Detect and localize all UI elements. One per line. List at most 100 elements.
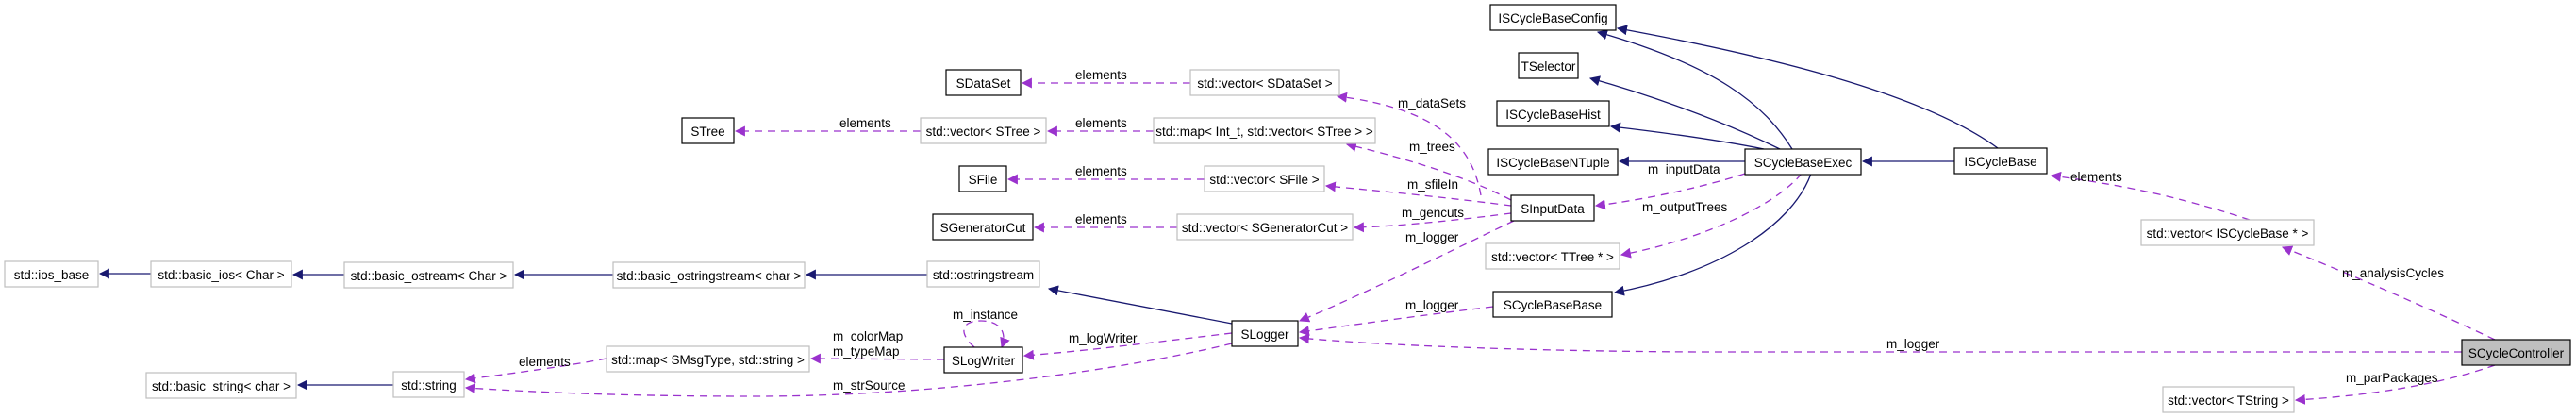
- node-box: [343, 261, 514, 289]
- node-box: [943, 346, 1023, 374]
- node-label: ISCycleBaseHist: [1505, 108, 1601, 122]
- node-label: SCycleController: [2468, 346, 2565, 360]
- node-stree[interactable]: STree: [681, 117, 735, 144]
- node-basic-string[interactable]: std::basic_string< char >: [145, 372, 297, 399]
- node-label: std::ostringstream: [933, 268, 1034, 282]
- node-label: SGeneratorCut: [940, 221, 1026, 235]
- node-slogger[interactable]: SLogger: [1231, 320, 1299, 347]
- node-label: ISCycleBase: [1964, 155, 2036, 169]
- node-vector-ttree[interactable]: std::vector< TTree * >: [1485, 242, 1620, 270]
- node-label: std::vector< STree >: [926, 125, 1041, 139]
- node-scyclebaseexec[interactable]: SCycleBaseExec: [1744, 148, 1862, 176]
- node-label: SLogger: [1240, 327, 1289, 342]
- node-box: [1153, 117, 1376, 144]
- edge-label-m-strSource: m_strSource: [833, 378, 906, 393]
- edge-label-m-parPackages: m_parPackages: [2346, 371, 2438, 385]
- edge-use-m-inputdata: [1594, 173, 1746, 210]
- node-label: STree: [690, 125, 724, 139]
- edge-inherit-slogger-ostringstream: [1047, 285, 1233, 325]
- node-label: ISCycleBaseConfig: [1498, 11, 1607, 25]
- node-string[interactable]: std::string: [392, 371, 465, 398]
- node-iscyclebase[interactable]: ISCycleBase: [1953, 147, 2048, 175]
- node-slogwriter[interactable]: SLogWriter: [943, 346, 1023, 374]
- node-label: TSelector: [1521, 59, 1576, 74]
- node-label: SDataSet: [956, 76, 1011, 91]
- node-ios-base[interactable]: std::ios_base: [4, 260, 99, 288]
- node-box: [606, 345, 810, 373]
- edge-use-elements-iscyclebase: [2050, 171, 2251, 221]
- node-box: [1496, 100, 1610, 127]
- edge-use-m-gencuts: [1353, 212, 1512, 233]
- edge-label-m-inputData: m_inputData: [1648, 162, 1720, 176]
- node-label: std::vector< SFile >: [1209, 173, 1319, 187]
- edge-inherit-exec-tselector: [1588, 75, 1781, 150]
- node-basic-ostringstream[interactable]: std::basic_ostringstream< char >: [612, 261, 806, 289]
- node-sinputdata[interactable]: SInputData: [1510, 194, 1595, 222]
- node-box: [958, 165, 1007, 192]
- node-sfile[interactable]: SFile: [958, 165, 1007, 192]
- edge-use-m-datasets: [1336, 92, 1482, 196]
- edge-use-m-sfilein: [1324, 181, 1512, 207]
- edge-label-elements-dataset: elements: [1075, 68, 1127, 82]
- node-basic-ostream[interactable]: std::basic_ostream< Char >: [343, 261, 514, 289]
- node-box: [1204, 165, 1325, 192]
- node-box: [932, 213, 1034, 241]
- edge-inherit-exec-hist: [1609, 122, 1765, 150]
- node-label: ISCycleBaseNTuple: [1496, 156, 1609, 170]
- node-box: [1492, 291, 1613, 318]
- node-label: std::vector< SGeneratorCut >: [1182, 221, 1348, 235]
- node-scyclecontroller[interactable]: SCycleController: [2461, 339, 2571, 366]
- node-label: SCycleBaseExec: [1754, 156, 1853, 170]
- edge-label-m-logWriter: m_logWriter: [1069, 331, 1138, 345]
- node-iscyclebaseconfig[interactable]: ISCycleBaseConfig: [1489, 4, 1617, 31]
- edge-label-elements-string: elements: [519, 355, 571, 369]
- edge-label-elements-stree-inner: elements: [1075, 116, 1127, 130]
- node-box: [926, 260, 1040, 288]
- node-box: [1489, 4, 1617, 31]
- node-tselector[interactable]: TSelector: [1518, 52, 1579, 79]
- node-label: std::basic_ostream< Char >: [351, 269, 507, 283]
- node-label: std::vector< TString >: [2168, 393, 2289, 408]
- node-sdataset[interactable]: SDataSet: [945, 69, 1022, 96]
- node-vector-sgeneratorcut[interactable]: std::vector< SGeneratorCut >: [1176, 213, 1354, 241]
- edge-label-m-sfileIn: m_sfileIn: [1407, 177, 1458, 192]
- edge-label-m-gencuts: m_gencuts: [1402, 206, 1464, 220]
- node-label: SLogWriter: [952, 354, 1016, 368]
- edge-use-m-strsource: [464, 343, 1233, 397]
- edge-inherit-iscyclebase-config: [1616, 25, 1999, 149]
- edge-label-m-logger-inputdata: m_logger: [1405, 230, 1459, 244]
- node-sgeneratorcut[interactable]: SGeneratorCut: [932, 213, 1034, 241]
- edge-label-m-logger-cyclebase: m_logger: [1405, 298, 1459, 312]
- edge-label-elements-iscyclebase: elements: [2070, 170, 2122, 184]
- node-box: [2140, 219, 2315, 246]
- edge-use-m-analysiscycles: [2281, 245, 2496, 341]
- node-label: std::map< SMsgType, std::string >: [611, 353, 805, 367]
- node-scyclebasebase[interactable]: SCycleBaseBase: [1492, 291, 1613, 318]
- node-vector-sdataset[interactable]: std::vector< SDataSet >: [1189, 69, 1340, 96]
- node-label: std::ios_base: [14, 268, 90, 282]
- edge-label-m-trees: m_trees: [1409, 140, 1455, 154]
- node-map-msgtype[interactable]: std::map< SMsgType, std::string >: [606, 345, 810, 373]
- edge-inherit-exec-config: [1596, 29, 1793, 150]
- node-vector-sfile[interactable]: std::vector< SFile >: [1204, 165, 1325, 192]
- node-basic-ios[interactable]: std::basic_ios< Char >: [150, 260, 292, 288]
- node-label: std::basic_string< char >: [152, 379, 291, 393]
- node-label: SCycleBaseBase: [1504, 298, 1602, 312]
- node-box: [2162, 386, 2295, 413]
- edge-label-m-instance: m_instance: [953, 308, 1018, 322]
- node-vector-tstring[interactable]: std::vector< TString >: [2162, 386, 2295, 413]
- node-iscyclebasehist[interactable]: ISCycleBaseHist: [1496, 100, 1610, 127]
- node-vector-iscyclebase[interactable]: std::vector< ISCycleBase * >: [2140, 219, 2315, 246]
- node-box: [612, 261, 806, 289]
- node-ostringstream[interactable]: std::ostringstream: [926, 260, 1040, 288]
- edge-use-m-logger-controller: [1298, 333, 2462, 353]
- node-map-int-stree[interactable]: std::map< Int_t, std::vector< STree > >: [1153, 117, 1376, 144]
- edge-use-m-logger-inputdata: [1298, 220, 1515, 323]
- node-box: [4, 260, 99, 288]
- edges: [98, 25, 2496, 405]
- node-label: std::vector< SDataSet >: [1197, 76, 1332, 91]
- node-vector-stree[interactable]: std::vector< STree >: [920, 117, 1047, 144]
- node-iscyclebasentuple[interactable]: ISCycleBaseNTuple: [1487, 148, 1619, 176]
